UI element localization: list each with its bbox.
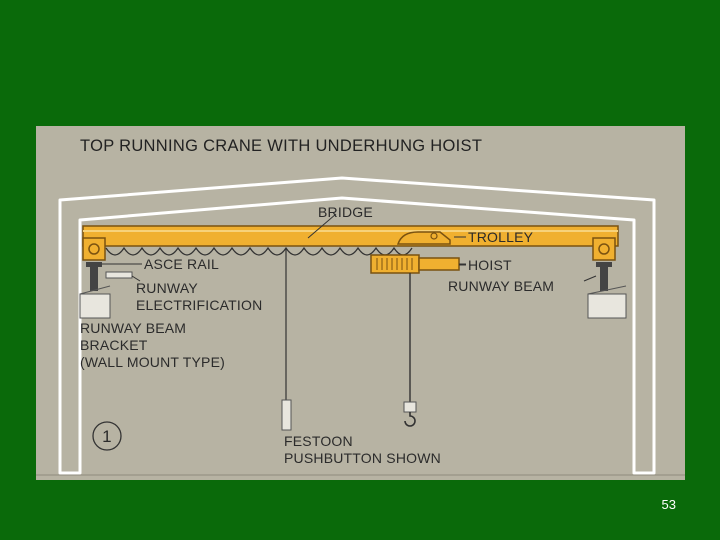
asce-rail-right xyxy=(596,262,612,267)
label-runway-beam: RUNWAY BEAM xyxy=(448,278,554,294)
label-trolley: TROLLEY xyxy=(468,229,534,245)
label-hoist: HOIST xyxy=(468,257,512,273)
bracket-left xyxy=(79,293,111,319)
page-number: 53 xyxy=(661,497,676,512)
label-runway-electrification-2: ELECTRIFICATION xyxy=(136,297,262,313)
bracket-right-top xyxy=(587,285,627,295)
hoist-fins xyxy=(376,258,413,270)
figure-number: 1 xyxy=(102,427,112,446)
label-bracket-3: (WALL MOUNT TYPE) xyxy=(80,354,225,370)
runway-electrification-bar xyxy=(105,271,133,279)
bracket-right xyxy=(587,293,627,319)
end-truck-right xyxy=(592,237,616,261)
label-bridge: BRIDGE xyxy=(318,204,373,220)
label-festoon-1: FESTOON xyxy=(284,433,353,449)
hook-block xyxy=(403,401,417,413)
end-truck-right-wheel xyxy=(598,243,610,255)
hook-icon xyxy=(404,412,416,427)
diagram-title: TOP RUNNING CRANE WITH UNDERHUNG HOIST xyxy=(80,137,482,155)
leader-electrification xyxy=(131,275,141,282)
leader-runway-beam xyxy=(583,275,597,282)
crane-diagram: TOP RUNNING CRANE WITH UNDERHUNG HOIST xyxy=(36,126,685,480)
end-truck-left xyxy=(82,237,106,261)
festoon-loops xyxy=(105,246,413,256)
hoist-motor xyxy=(418,257,460,271)
trolley-wheel xyxy=(430,232,438,240)
runway-beam-left xyxy=(90,267,98,291)
label-bracket-1: RUNWAY BEAM xyxy=(80,320,186,336)
crane-diagram-svg: TOP RUNNING CRANE WITH UNDERHUNG HOIST xyxy=(36,137,685,476)
bracket-left-top xyxy=(79,285,111,295)
leader-bridge xyxy=(307,213,337,239)
label-bracket-2: BRACKET xyxy=(80,337,148,353)
end-truck-left-wheel xyxy=(88,243,100,255)
trolley xyxy=(396,231,451,245)
label-runway-electrification-1: RUNWAY xyxy=(136,280,198,296)
asce-rail-left xyxy=(86,262,102,267)
runway-beam-right xyxy=(600,267,608,291)
bridge-girder xyxy=(82,225,619,247)
pushbutton-pendant xyxy=(281,399,292,431)
figure-number-circle xyxy=(92,421,122,451)
label-festoon-2: PUSHBUTTON SHOWN xyxy=(284,450,441,466)
label-asce-rail: ASCE RAIL xyxy=(144,256,219,272)
